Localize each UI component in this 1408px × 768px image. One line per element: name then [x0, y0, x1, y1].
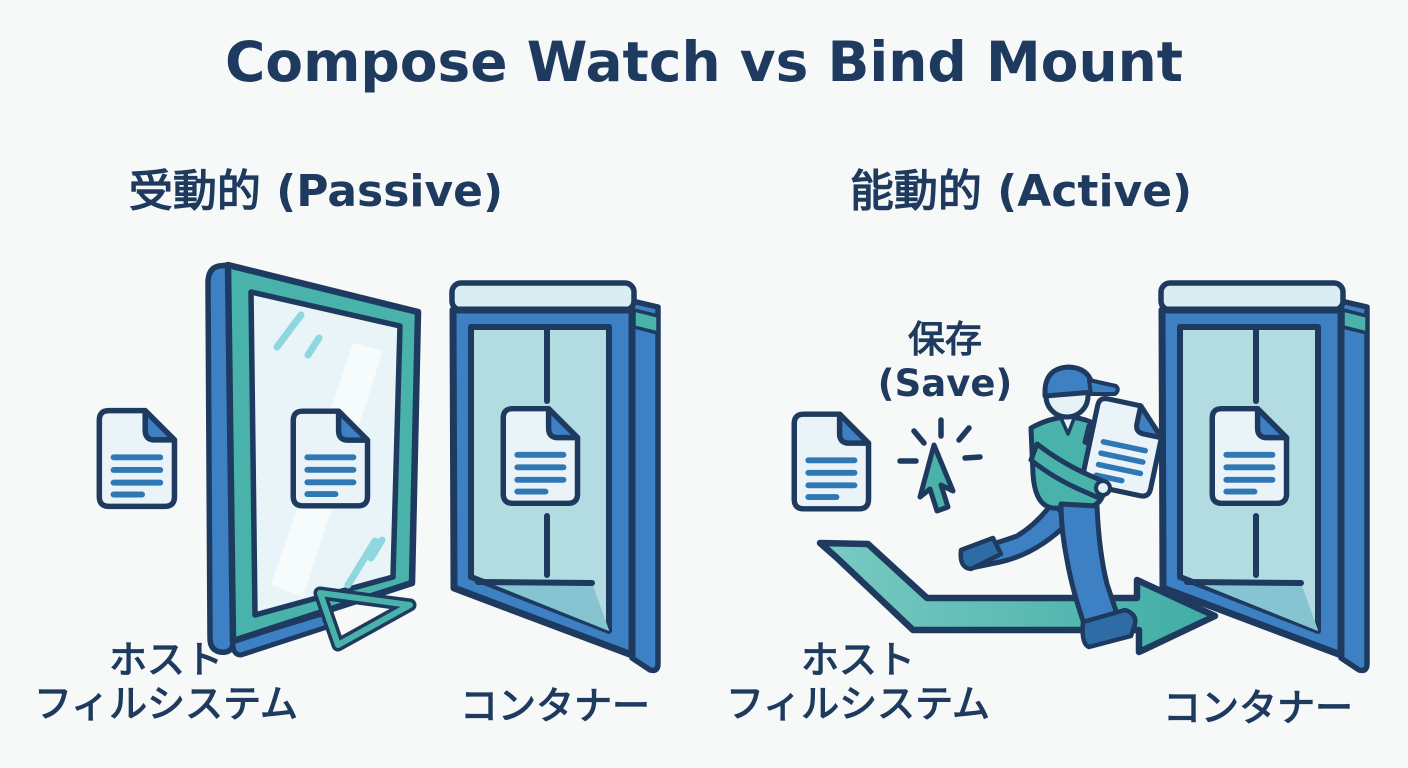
- host-document-icon: [93, 400, 180, 517]
- page-title: Compose Watch vs Bind Mount: [224, 30, 1184, 94]
- right-host-filesystem-label: ホスト フィルシステム: [726, 638, 990, 726]
- mirror-icon: [205, 261, 422, 658]
- save-label-line2: (Save): [877, 362, 1013, 405]
- person-carrying-file-icon: [958, 364, 1180, 650]
- click-cursor-icon: [897, 417, 983, 514]
- right-host-label-line2: フィルシステム: [725, 682, 991, 726]
- left-container-label: コンタナー: [459, 684, 651, 728]
- right-host-label-line1: ホスト: [800, 638, 916, 682]
- container-door-icon: [440, 270, 680, 690]
- left-host-label-line1: ホスト: [108, 638, 224, 682]
- right-subtitle: 能動的 (Active): [849, 166, 1193, 217]
- glass-sheen-lines: [273, 311, 386, 589]
- host-document-icon: [788, 403, 874, 520]
- save-label-line1: 保存: [908, 318, 982, 361]
- save-label: 保存 (Save): [878, 318, 1013, 406]
- right-container-label: コンタナー: [1162, 686, 1354, 730]
- left-host-label-line2: フィルシステム: [33, 682, 299, 726]
- left-host-filesystem-label: ホスト フィルシステム: [34, 638, 298, 726]
- left-subtitle: 受動的 (Passive): [128, 166, 504, 217]
